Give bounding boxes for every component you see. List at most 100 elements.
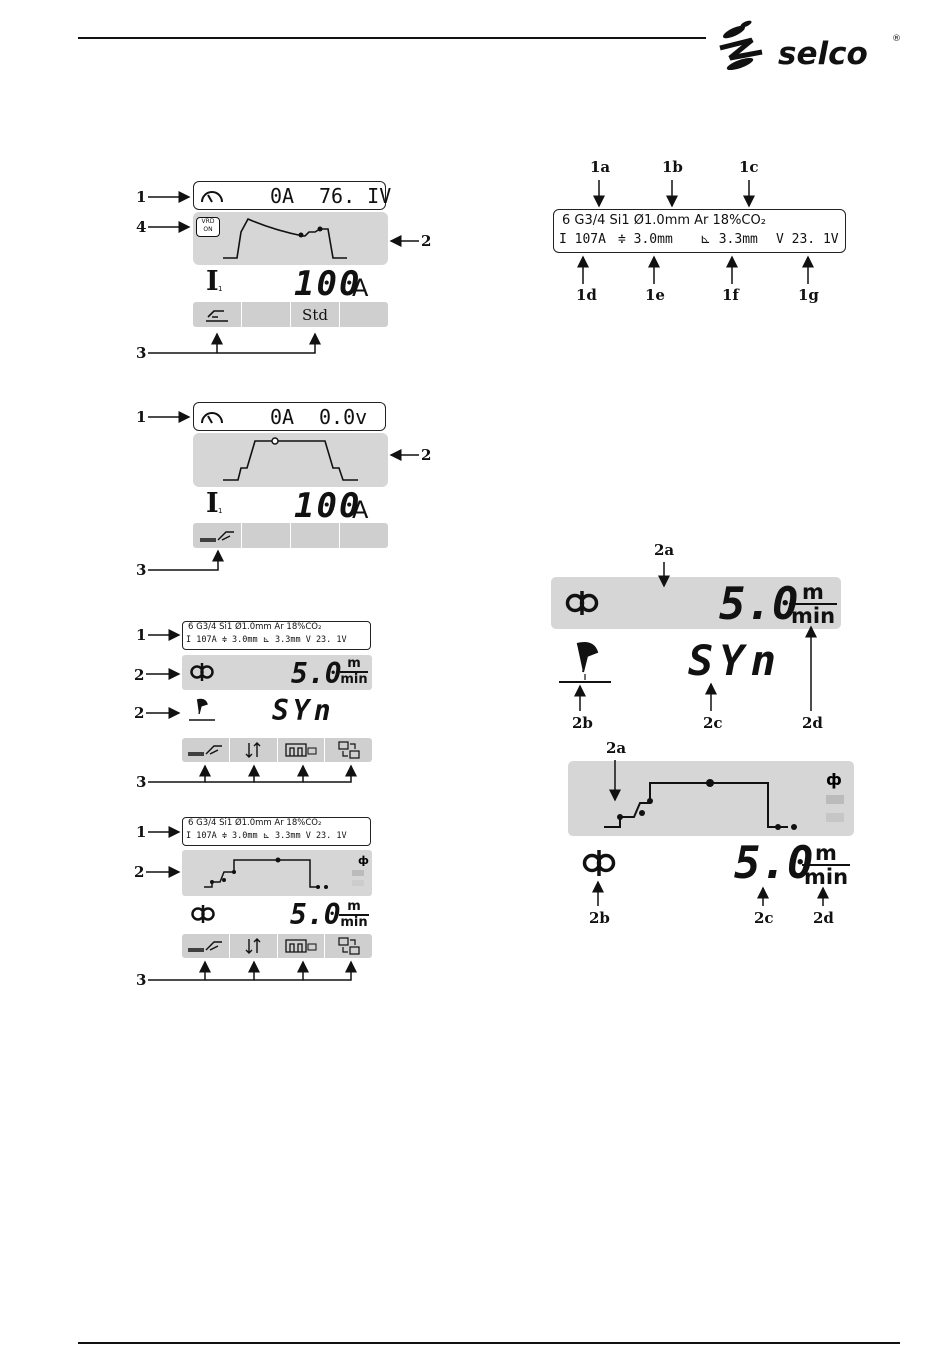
info-stickout: ⊾ 3.3mm	[700, 232, 758, 247]
param-unit: A	[352, 274, 369, 302]
wire-speed-unit: m min	[339, 899, 369, 930]
torch-wire-icon	[188, 941, 223, 952]
callout-2c: 2c	[754, 909, 774, 927]
synergic-curve: ф	[204, 854, 369, 889]
tab-pulse[interactable]	[278, 738, 326, 762]
callout-4: 4	[136, 218, 147, 236]
function-tabs	[182, 934, 372, 958]
torch-wire-icon	[188, 745, 223, 756]
callout-2b: 2b	[572, 714, 593, 732]
callout-2: 2	[421, 232, 432, 250]
torch-height-icon	[189, 698, 215, 721]
up-down-arrows-icon	[245, 938, 261, 954]
info-bar: 6 G3/4 Si1 Ø1.0mm Ar 18%CO₂ I 107A ≑ 3.0…	[182, 817, 371, 846]
wire-speed-unit: m min	[789, 580, 837, 628]
info-line-1: 6 G3/4 Si1 Ø1.0mm Ar 18%CO₂	[188, 818, 322, 828]
wire-speed-value: 5.0	[291, 657, 342, 690]
callout-1: 1	[136, 823, 147, 841]
function-tabs	[193, 523, 388, 548]
wire-feed-icon	[191, 905, 215, 923]
torch-wire-icon	[200, 530, 234, 542]
callout-1: 1	[136, 188, 147, 206]
callout-2: 2	[134, 863, 145, 881]
header-rule	[78, 37, 706, 39]
tab-process[interactable]	[193, 302, 242, 327]
callout-3: 3	[136, 344, 147, 362]
wire-speed-value: 5.0	[719, 579, 799, 630]
tab-empty-2[interactable]	[291, 523, 340, 548]
param-subscript: 1	[218, 285, 223, 293]
info-line-1: 6 G3/4 Si1 Ø1.0mm Ar 18%CO₂	[562, 213, 766, 228]
pulse-wave-icon	[285, 743, 317, 757]
info-line-1: 6 G3/4 Si1 Ø1.0mm Ar 18%CO₂	[188, 622, 322, 632]
function-tabs: Std	[193, 302, 388, 327]
top-readout-bar: 0A 76. IV	[193, 181, 391, 210]
tab-std[interactable]: Std	[291, 302, 340, 327]
wire-speed-panel-detail: 5.0 m min	[551, 577, 841, 630]
svg-text:ф: ф	[358, 854, 369, 867]
callout-2: 2	[134, 666, 145, 684]
callout-3: 3	[136, 773, 147, 791]
readout-current: 0A	[270, 184, 295, 208]
tab-trigger-mode[interactable]	[230, 934, 278, 958]
tab-process[interactable]	[193, 523, 242, 548]
param-unit: A	[352, 496, 369, 524]
mode-value: SYn	[688, 636, 782, 685]
callout-1f: 1f	[722, 286, 739, 304]
callout-2b: 2b	[589, 909, 610, 927]
callout-2d: 2d	[813, 909, 834, 927]
meter-icon	[201, 191, 223, 203]
callout-1: 1	[136, 408, 147, 426]
callout-3: 3	[136, 971, 147, 989]
torch-height-icon	[559, 642, 611, 683]
callout-1g: 1g	[798, 286, 819, 304]
synergic-graph-panel: ф	[182, 850, 372, 896]
param-symbol: I	[206, 266, 221, 297]
param-value: 100	[294, 264, 362, 304]
memory-icon	[338, 937, 360, 955]
wire-feed-icon	[565, 591, 599, 615]
torch-icon	[206, 309, 228, 322]
tab-pulse[interactable]	[278, 934, 326, 958]
waveform-panel: VRD ON	[193, 212, 388, 265]
info-bar-detail: 6 G3/4 Si1 Ø1.0mm Ar 18%CO₂ I 107A ≑ 3.0…	[553, 209, 846, 253]
wire-speed-unit: m min	[802, 841, 850, 889]
info-wire-diameter: ≑ 3.0mm	[618, 232, 673, 247]
callout-1: 1	[136, 626, 147, 644]
tab-empty-1[interactable]	[242, 523, 291, 548]
info-line-2: I 107A ≑ 3.0mm ⊾ 3.3mm V 23. 1V	[186, 635, 347, 645]
info-voltage: V 23. 1V	[776, 232, 839, 247]
tab-process[interactable]	[182, 934, 230, 958]
readout-voltage: 0.0v	[319, 405, 368, 429]
wire-feed-icon	[190, 663, 214, 681]
selco-swoosh-icon	[719, 20, 763, 71]
wire-feed-icon	[582, 850, 616, 876]
wire-speed-unit: m min	[340, 656, 368, 687]
footer-rule	[78, 1342, 900, 1344]
tab-memory[interactable]	[325, 738, 372, 762]
tab-memory[interactable]	[325, 934, 372, 958]
wire-speed-value: 5.0	[290, 898, 341, 931]
wire-speed-panel: 5.0 m min	[182, 655, 372, 690]
tab-process[interactable]	[182, 738, 230, 762]
tab-empty-1[interactable]	[242, 302, 291, 327]
tab-trigger-mode[interactable]	[230, 738, 278, 762]
wire-speed-value: 5.0	[734, 838, 814, 889]
callout-2: 2	[134, 704, 145, 722]
readout-voltage: 76. IV	[319, 184, 392, 208]
svg-text:ф: ф	[826, 770, 842, 789]
vrd-badge: VRD ON	[196, 217, 220, 237]
up-down-arrows-icon	[245, 742, 261, 758]
callout-2: 2	[421, 446, 432, 464]
readout-current: 0A	[270, 405, 295, 429]
callout-3: 3	[136, 561, 147, 579]
selco-logo: selco ®	[712, 18, 902, 72]
callout-2a: 2a	[654, 541, 675, 559]
callout-1b: 1b	[662, 158, 683, 176]
mode-value: SYn	[272, 694, 335, 727]
info-current: I 107A	[559, 232, 606, 247]
synergic-curve: ф	[604, 770, 844, 830]
callout-1c: 1c	[739, 158, 759, 176]
callout-1d: 1d	[576, 286, 597, 304]
